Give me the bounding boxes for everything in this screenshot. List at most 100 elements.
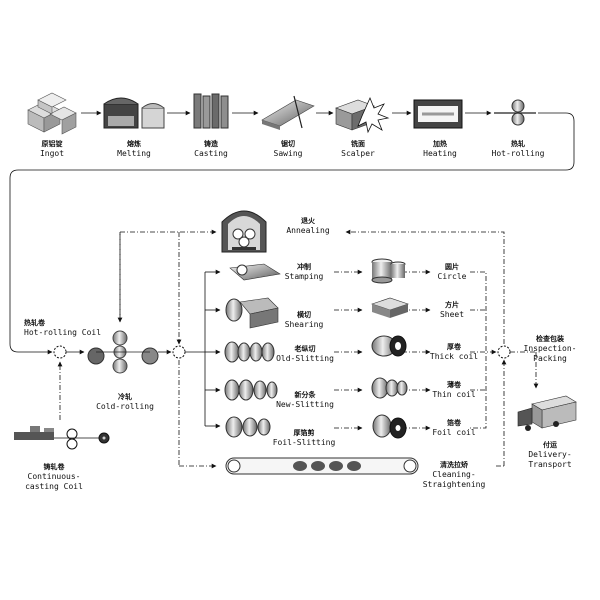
delivery-truck-icon: [517, 395, 577, 431]
label-continuous-casting-coil: 铸轧卷 Continuous- casting Coil: [14, 462, 94, 492]
stamping-zh: 冲制: [297, 263, 311, 271]
annealing-en: Annealing: [286, 226, 330, 235]
hot-rolling-coil-en: Hot-rolling Coil: [24, 328, 102, 337]
label-old-slitting: 老纵切 Old-Slitting: [270, 344, 340, 364]
sheet-zh: 方片: [445, 301, 459, 309]
products-to-inspection: [470, 271, 539, 429]
old-slitting-machine-icon: [224, 341, 275, 363]
label-sawing: 锯切 Sawing: [258, 139, 318, 159]
new-slitting-en: New-Slitting: [276, 400, 334, 409]
shearing-zh: 横切: [297, 311, 311, 319]
process-product-arrows: [334, 269, 431, 431]
label-hot-rolling-coil: 热轧卷 Hot-rolling Coil: [24, 318, 101, 338]
label-thick-coil: 厚卷 Thick coil: [426, 342, 482, 362]
hot-rolling-en: Hot-rolling: [491, 149, 545, 158]
heating-zh: 加热: [433, 140, 447, 148]
label-stamping: 冲制 Stamping: [272, 262, 336, 282]
delivery-en2: Transport: [528, 460, 572, 469]
junction-cold-output: [172, 345, 186, 359]
melting-furnace-icon: [103, 97, 165, 129]
junction-hot-coil: [53, 345, 67, 359]
casting-plates-icon: [193, 93, 229, 129]
sheet-en: Sheet: [439, 310, 465, 319]
ingot-icon: [27, 92, 77, 135]
label-sheet: 方片 Sheet: [430, 300, 474, 320]
thin-coil-product-icon: [371, 377, 408, 399]
hot-rolling-zh: 热轧: [511, 140, 525, 148]
inspection-zh: 检查包装: [536, 335, 564, 343]
inspection-en1: Inspection-: [523, 344, 577, 353]
melting-en: Melting: [117, 149, 151, 158]
shearing-en: Shearing: [284, 320, 324, 329]
thin-coil-en: Thin coil: [432, 390, 476, 399]
label-foil-slitting: 厚箔剪 Foil-Slitting: [268, 428, 340, 448]
foil-coil-zh: 箔卷: [447, 419, 461, 427]
foil-slitting-en: Foil-Slitting: [272, 438, 336, 447]
circle-en: Circle: [437, 272, 467, 281]
new-slitting-zh: 新分条: [294, 391, 316, 399]
cold-rolling-en: Cold-rolling: [96, 402, 154, 411]
delivery-en1: Delivery-: [528, 450, 572, 459]
annealing-furnace-icon: [221, 210, 267, 253]
heating-en: Heating: [423, 149, 457, 158]
thick-coil-en: Thick coil: [429, 352, 479, 361]
cold-rolling-zh: 冷轧: [118, 393, 132, 401]
label-shearing: 横切 Shearing: [272, 310, 336, 330]
cold-rolling-mill-icon: [87, 330, 172, 374]
casting-en: Casting: [194, 149, 228, 158]
stamping-en: Stamping: [284, 272, 324, 281]
melting-zh: 熔炼: [127, 140, 141, 148]
delivery-zh: 付运: [543, 441, 557, 449]
scalper-icon: [335, 96, 390, 134]
new-slitting-machine-icon: [224, 379, 278, 401]
scalper-en: Scalper: [341, 149, 375, 158]
foil-slitting-zh: 厚箔剪: [293, 429, 315, 437]
hot-rolling-mill-icon: [494, 99, 536, 126]
circle-zh: 圆片: [445, 263, 459, 271]
label-inspection-packing: 检查包装 Inspection- Packing: [516, 334, 584, 364]
label-annealing: 退火 Annealing: [276, 216, 340, 236]
label-melting: 熔炼 Melting: [104, 139, 164, 159]
foil-coil-en: Foil coil: [432, 428, 476, 437]
sheet-product-icon: [371, 297, 409, 318]
label-casting: 铸造 Casting: [181, 139, 241, 159]
hot-rolling-return-line: [9, 112, 575, 355]
label-circle: 圆片 Circle: [430, 262, 474, 282]
circle-product-icon: [371, 258, 406, 284]
cleaning-zh: 清洗拉矫: [440, 461, 468, 469]
annealing-loop: [117, 229, 505, 345]
ingot-zh: 原铝锭: [41, 140, 63, 148]
shearing-machine-icon: [225, 297, 279, 329]
foil-coil-product-icon: [372, 414, 407, 439]
label-cleaning-straightening: 清洗拉矫 Cleaning- Straightening: [414, 460, 494, 490]
label-thin-coil: 薄卷 Thin coil: [426, 380, 482, 400]
continuous-casting-coil-zh: 铸轧卷: [43, 463, 65, 471]
annealing-zh: 退火: [301, 217, 315, 225]
sawing-icon: [261, 95, 315, 130]
label-scalper: 铣面 Scalper: [328, 139, 388, 159]
label-delivery-transport: 付运 Delivery- Transport: [516, 440, 584, 470]
thick-coil-product-icon: [371, 335, 407, 357]
old-slitting-zh: 老纵切: [294, 345, 316, 353]
cleaning-en1: Cleaning-: [432, 470, 476, 479]
sawing-en: Sawing: [273, 149, 303, 158]
casting-zh: 铸造: [204, 140, 218, 148]
cleaning-en2: Straightening: [422, 480, 486, 489]
thick-coil-zh: 厚卷: [447, 343, 461, 351]
label-cold-rolling: 冷轧 Cold-rolling: [90, 392, 160, 412]
distribution-tree: [178, 269, 221, 469]
continuous-casting-coil-en2: casting Coil: [25, 482, 83, 491]
inspection-en2: Packing: [533, 354, 567, 363]
old-slitting-en: Old-Slitting: [276, 354, 334, 363]
thin-coil-zh: 薄卷: [447, 381, 461, 389]
foil-slitting-machine-icon: [225, 416, 271, 438]
continuous-casting-coil-en1: Continuous-: [27, 472, 81, 481]
hot-rolling-coil-zh: 热轧卷: [24, 319, 45, 327]
stamping-machine-icon: [229, 263, 281, 281]
continuous-casting-machine-icon: [14, 426, 110, 450]
label-new-slitting: 新分条 New-Slitting: [270, 390, 340, 410]
scalper-zh: 铣面: [351, 140, 365, 148]
heating-furnace-icon: [413, 99, 463, 129]
label-foil-coil: 箔卷 Foil coil: [426, 418, 482, 438]
